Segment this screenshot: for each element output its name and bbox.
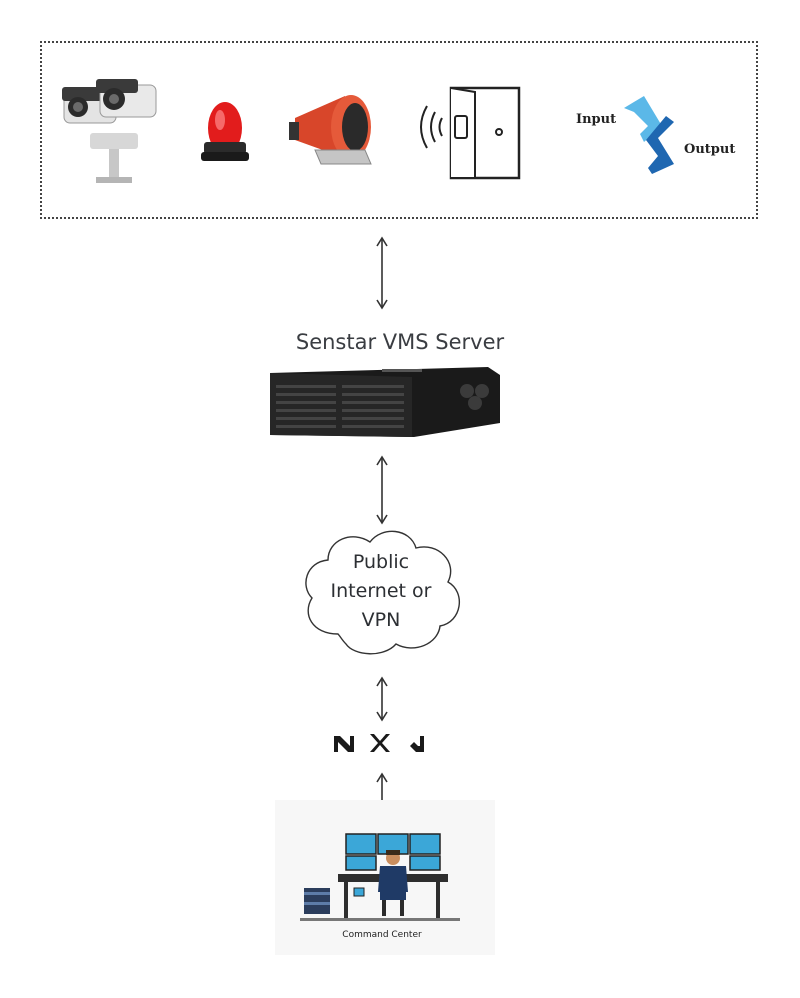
nx-logo-icon <box>334 734 424 752</box>
server-icon <box>270 367 500 437</box>
beacon-light-icon <box>201 102 249 161</box>
input-label: Input <box>576 112 617 127</box>
command-center-icon <box>300 833 460 921</box>
cloud-line-2: Internet or <box>330 580 432 602</box>
double-arrow-1 <box>376 236 388 310</box>
double-arrow-2 <box>376 455 388 525</box>
cloud-line-1: Public <box>352 551 410 573</box>
server-title: Senstar VMS Server <box>295 330 505 354</box>
command-center-label: Command Center <box>342 930 422 940</box>
cloud-label: Public Internet or VPN <box>300 548 462 635</box>
input-output-icon: Input Output <box>566 92 746 182</box>
camera-icon <box>62 79 157 183</box>
cloud-shape <box>305 530 461 655</box>
double-arrow-3 <box>376 676 388 722</box>
siren-icon <box>289 95 372 165</box>
output-label: Output <box>684 142 736 157</box>
cloud-line-3: VPN <box>361 609 401 631</box>
io-arrows-icon <box>624 96 674 174</box>
door-access-icon <box>420 86 521 180</box>
device-group-box <box>40 41 758 219</box>
